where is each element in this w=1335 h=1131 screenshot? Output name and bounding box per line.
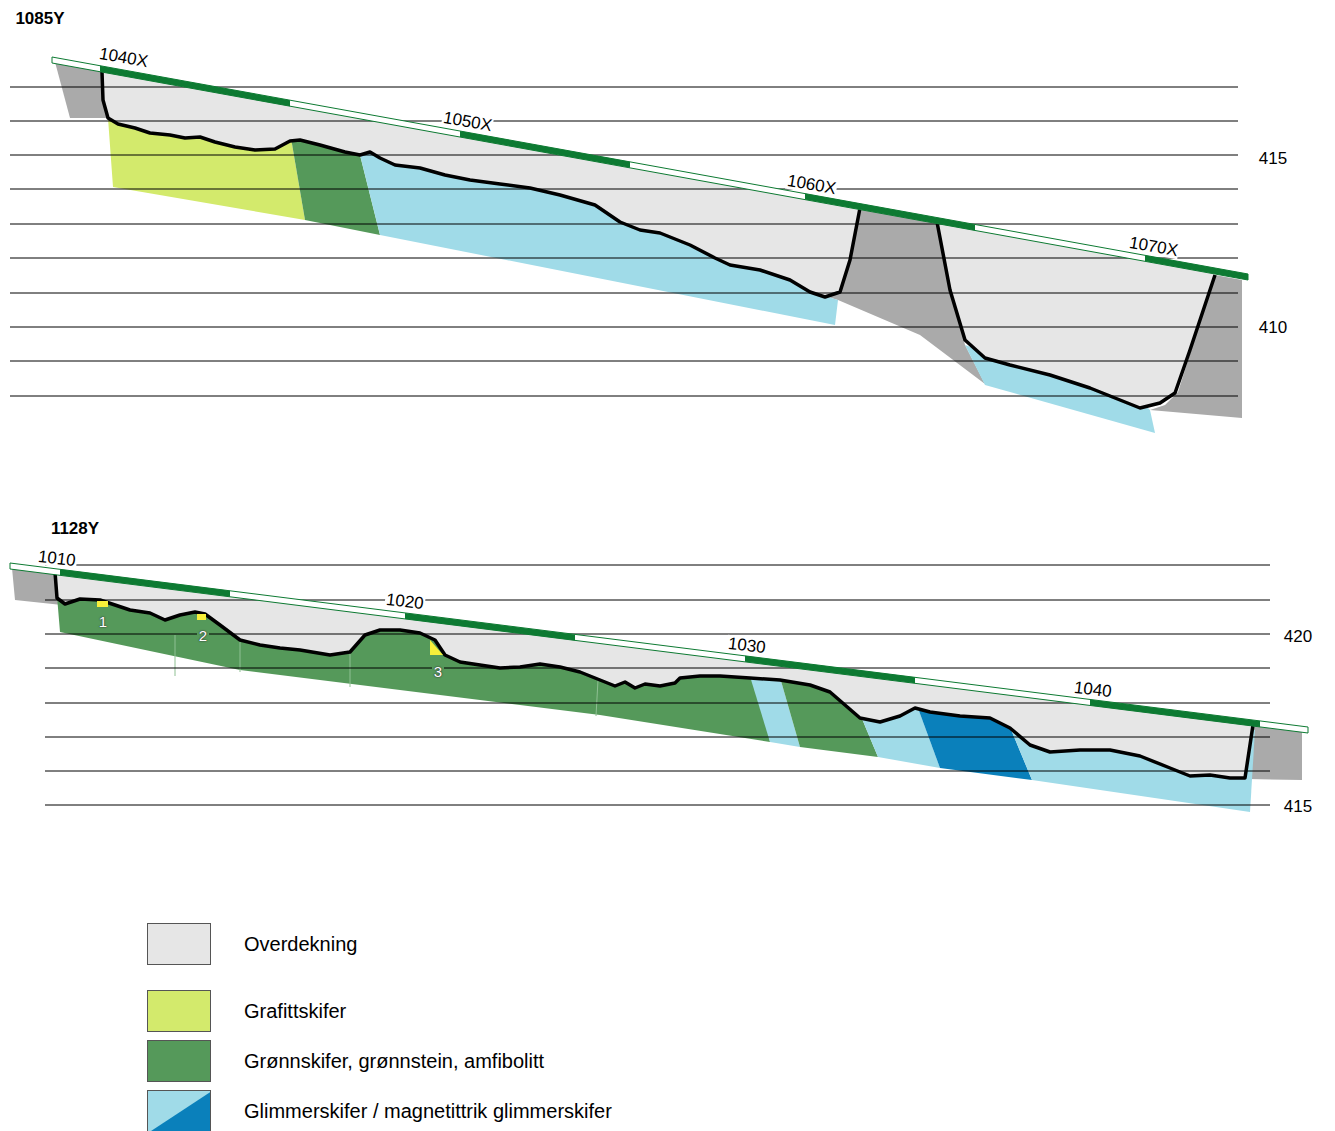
bedrock-profile [937, 222, 1215, 408]
section-title: 1085Y [14, 10, 65, 27]
coordinate-tick: 1040X [97, 44, 150, 70]
block-boundary [350, 652, 351, 687]
elevation-line [10, 189, 1238, 190]
elevation-value: 415 [1283, 798, 1313, 815]
elevation-line [10, 327, 1238, 328]
legend-text: Overdekning [244, 933, 357, 956]
elevation-line [45, 600, 1270, 601]
surface-scale-bar [52, 57, 1248, 280]
coordinate-tick: 1020 [384, 590, 426, 612]
swatch-diagonal [148, 1091, 211, 1131]
elevation-line [45, 737, 1270, 738]
legend-swatch [147, 923, 211, 965]
legend-swatch [147, 990, 211, 1032]
coordinate-tick: 1010 [36, 547, 78, 569]
elevation-line [10, 361, 1238, 362]
sample-marker [430, 640, 443, 655]
overburden [55, 572, 1253, 778]
legend-text: Grønnskifer, grønnstein, amfibolitt [244, 1050, 544, 1073]
block-boundary [596, 680, 598, 716]
bedrock-profile [55, 572, 1253, 778]
callout-number: 1 [97, 614, 109, 629]
elevation-line [10, 293, 1238, 294]
callout-number: 3 [432, 664, 444, 679]
elevation-line [45, 668, 1270, 669]
callout-number: 2 [197, 628, 209, 643]
elevation-value: 420 [1283, 628, 1313, 645]
legend-row: Glimmerskifer / magnetittrik glimmerskif… [147, 1090, 612, 1131]
block-boundary [240, 640, 241, 672]
elevation-line [10, 121, 1238, 122]
elevation-line [45, 771, 1270, 772]
bedrock-unknown [1248, 725, 1302, 780]
section-title: 1128Y [50, 520, 100, 537]
legend-text: Glimmerskifer / magnetittrik glimmerskif… [244, 1100, 612, 1123]
legend-row: Grafittskifer [147, 990, 346, 1032]
coordinate-tick: 1030 [726, 634, 768, 656]
block-boundary [175, 635, 176, 676]
legend-row: Overdekning [147, 923, 357, 965]
elevation-value: 415 [1258, 150, 1288, 167]
legend-text: Grafittskifer [244, 1000, 346, 1023]
elevation-line [10, 396, 1238, 397]
elevation-line [10, 155, 1238, 156]
legend-swatch [147, 1090, 211, 1131]
legend-swatch [147, 1040, 211, 1082]
legend-row: Grønnskifer, grønnstein, amfibolitt [147, 1040, 544, 1082]
coordinate-tick: 1040 [1072, 678, 1114, 700]
sample-marker [197, 614, 206, 620]
elevation-value: 410 [1258, 319, 1288, 336]
elevation-line [45, 805, 1270, 806]
sample-marker [97, 601, 108, 607]
surface-scale-bar [10, 563, 1308, 733]
elevation-line [45, 565, 1270, 566]
elevation-line [10, 258, 1238, 259]
